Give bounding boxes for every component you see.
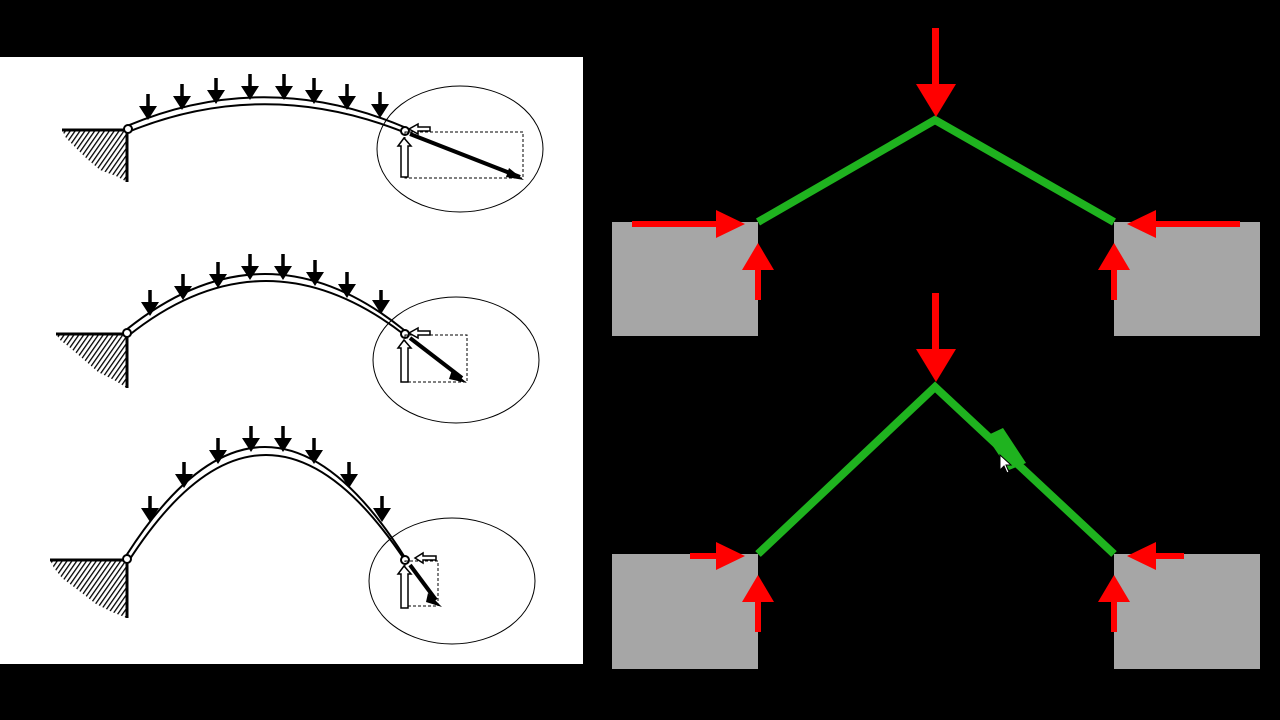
load-arrows-2 [141, 254, 390, 316]
load-arrow [175, 462, 193, 488]
load-arrow [340, 462, 358, 488]
support-block-right-2 [1114, 554, 1260, 669]
horizontal-reaction-right-2 [1127, 542, 1184, 570]
load-arrow [173, 84, 191, 110]
load-arrow [338, 272, 356, 298]
vertical-reaction-right-2 [1098, 575, 1130, 632]
load-arrow [207, 78, 225, 104]
reaction-detail-1 [376, 85, 544, 213]
load-arrow [241, 254, 259, 280]
frame-panel [612, 28, 1260, 669]
load-arrow [275, 74, 293, 100]
load-arrows-1 [139, 74, 389, 120]
frame-members-1 [756, 115, 1116, 226]
arch-panel [0, 57, 583, 664]
horizontal-reaction-right-1 [1127, 210, 1240, 238]
mouse-pointer-icon [999, 453, 1013, 474]
load-arrow [371, 92, 389, 118]
support-block-left-2 [612, 554, 758, 669]
support-block-right-1 [1114, 222, 1260, 336]
load-arrow [338, 84, 356, 110]
load-arrows-3 [141, 426, 391, 522]
load-arrow [274, 426, 292, 452]
frame-members-2 [755, 381, 1117, 557]
load-arrow [305, 78, 323, 104]
load-arrow [141, 496, 159, 522]
apex-load-arrow-1 [916, 28, 956, 117]
hinge-left-1 [123, 124, 133, 134]
member-notch-2 [986, 428, 1026, 470]
hinge-left-2 [122, 328, 132, 338]
load-arrow [305, 438, 323, 464]
load-arrow [141, 290, 159, 316]
load-arrow [372, 290, 390, 314]
hinge-left-3 [122, 554, 132, 564]
load-arrow [242, 426, 260, 452]
load-arrow [209, 262, 227, 288]
support-block-left-1 [612, 222, 758, 336]
load-arrow [174, 274, 192, 300]
load-arrow [241, 74, 259, 100]
load-arrow [274, 254, 292, 280]
load-arrow [306, 260, 324, 286]
wall-support-1 [62, 130, 127, 182]
horizontal-reaction-left-2 [690, 542, 745, 570]
load-arrow [373, 496, 391, 522]
arch-diagram-2 [56, 254, 540, 424]
frame-diagram-2 [612, 293, 1260, 669]
vertical-reaction-right-1 [1098, 243, 1130, 300]
reaction-detail-2 [372, 296, 540, 424]
load-arrow [209, 438, 227, 464]
horizontal-reaction-left-1 [632, 210, 745, 238]
frame-diagram-1 [612, 28, 1260, 336]
reaction-detail-3 [368, 517, 536, 645]
wall-support-2 [56, 334, 127, 388]
apex-load-arrow-2 [916, 293, 956, 382]
wall-support-3 [50, 560, 127, 618]
vertical-reaction-left-2 [742, 575, 774, 632]
vertical-reaction-left-1 [742, 243, 774, 300]
hinge-right-3 [400, 555, 410, 565]
arch-diagram-3 [50, 426, 536, 645]
arch-diagram-1 [62, 74, 544, 213]
load-arrow [139, 94, 157, 120]
